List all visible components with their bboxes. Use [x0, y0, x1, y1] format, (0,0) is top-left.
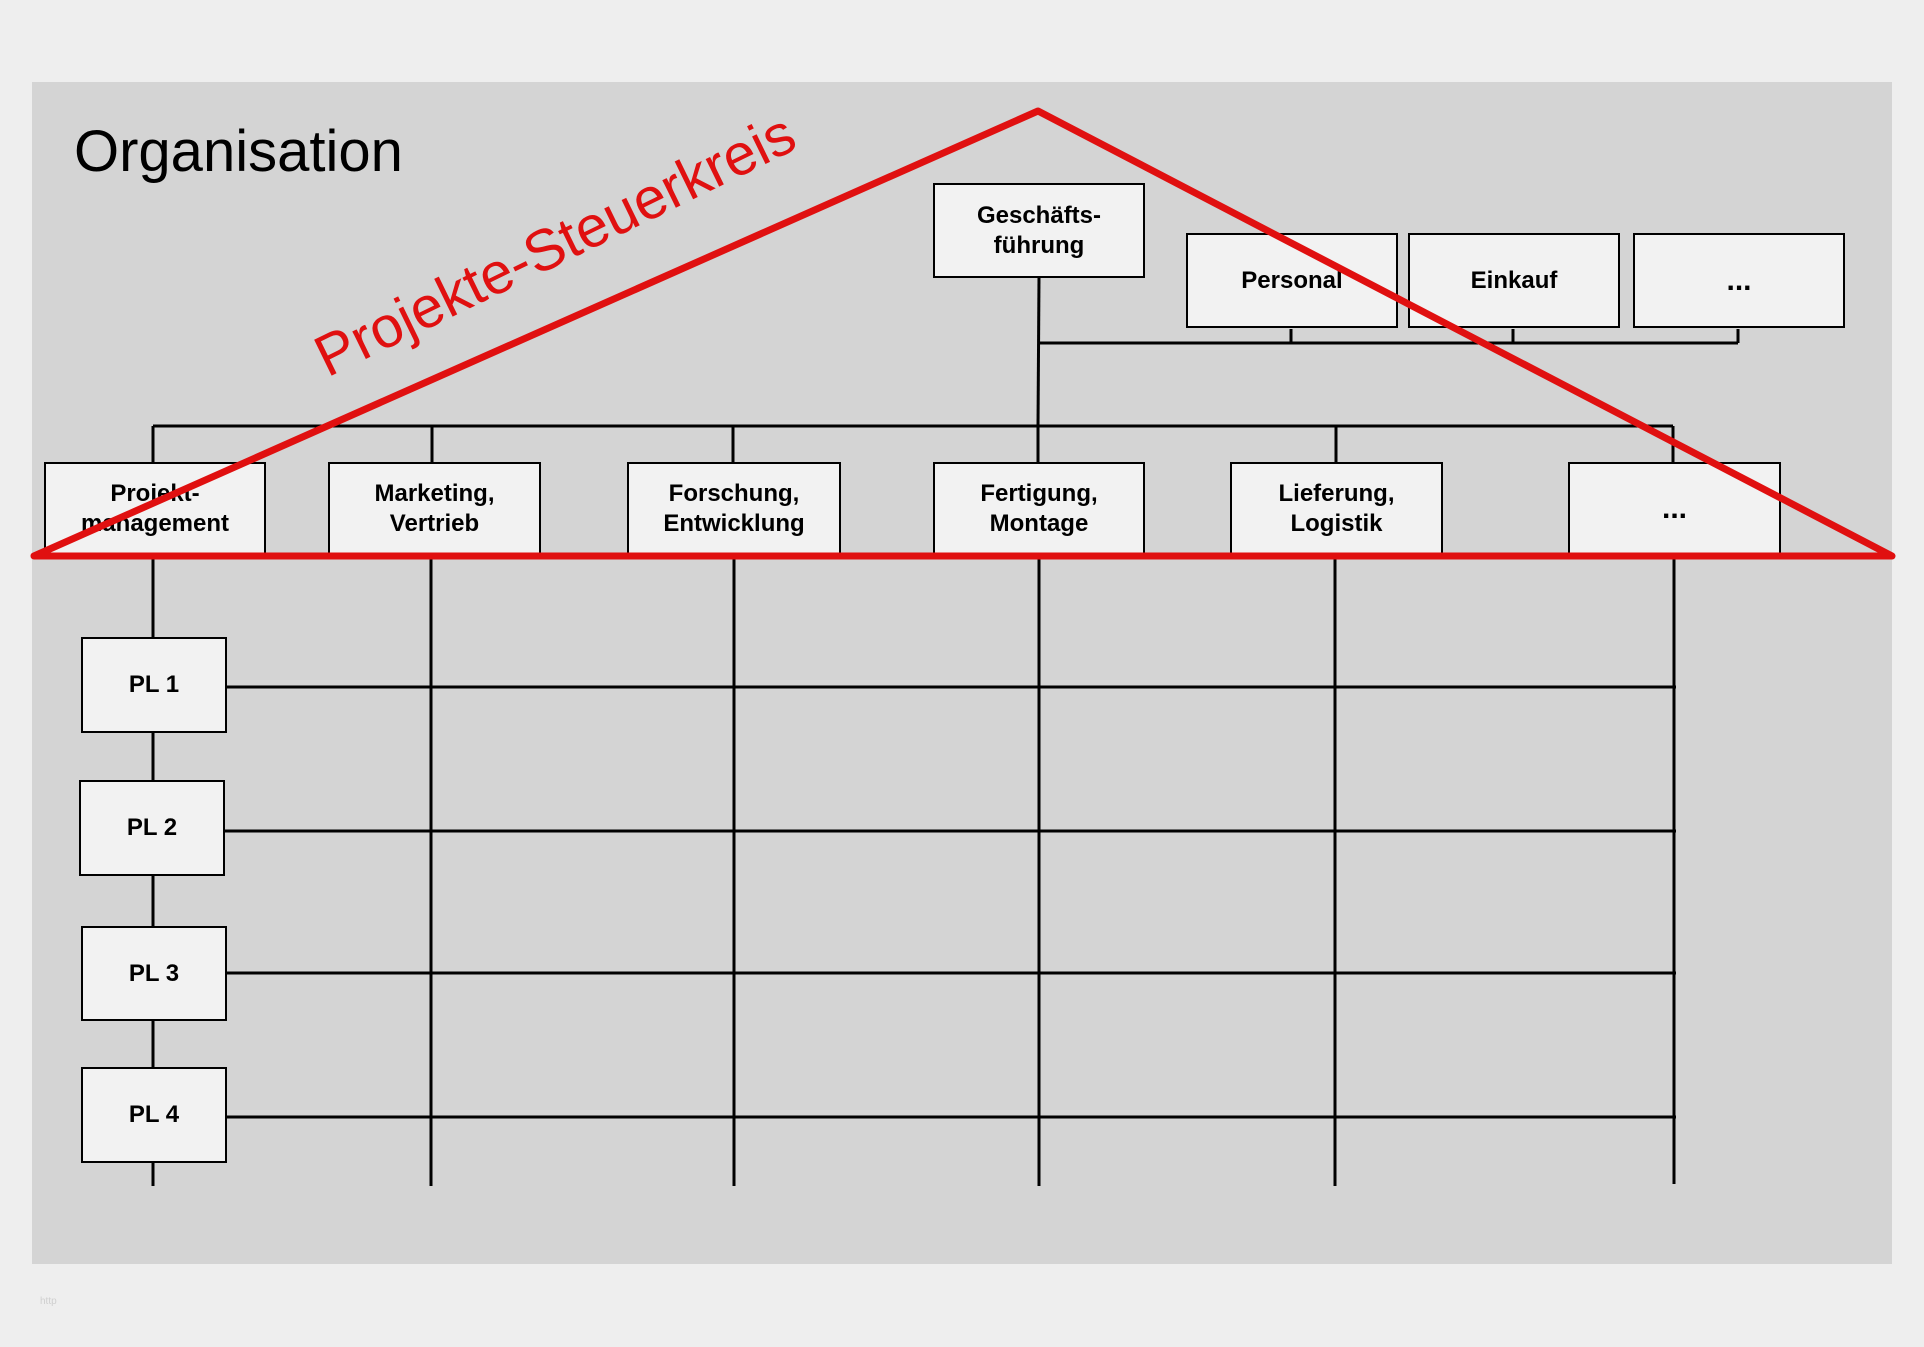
staff-box-einkauf: Einkauf	[1408, 233, 1620, 328]
staff-box-personal: Personal	[1186, 233, 1398, 328]
project-lead-box-2: PL 2	[79, 780, 225, 876]
project-lead-box-4: PL 4	[81, 1067, 227, 1163]
staff-box-more: ...	[1633, 233, 1845, 328]
department-box-lieferung: Lieferung, Logistik	[1230, 462, 1443, 555]
project-lead-box-3: PL 3	[81, 926, 227, 1021]
watermark-text: http	[40, 1296, 57, 1307]
department-box-projektmanagement: Projekt- management	[44, 462, 266, 555]
department-box-fertigung: Fertigung, Montage	[933, 462, 1145, 555]
department-box-more: ...	[1568, 462, 1781, 555]
department-box-forschung: Forschung, Entwicklung	[627, 462, 841, 555]
department-box-marketing: Marketing, Vertrieb	[328, 462, 541, 555]
project-lead-box-1: PL 1	[81, 637, 227, 733]
page-title: Organisation	[74, 119, 403, 184]
management-box: Geschäfts- führung	[933, 183, 1145, 278]
